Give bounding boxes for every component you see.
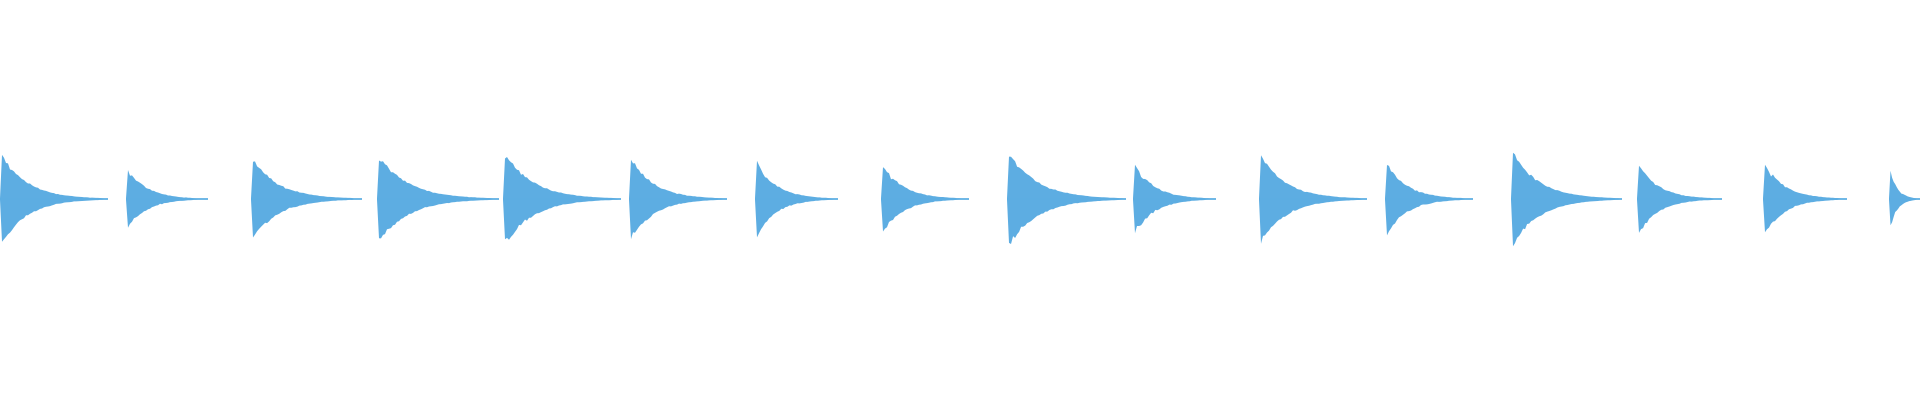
waveform-segment [1007, 156, 1126, 244]
waveform-segment [1889, 170, 1920, 226]
waveform-segment [1385, 165, 1473, 236]
